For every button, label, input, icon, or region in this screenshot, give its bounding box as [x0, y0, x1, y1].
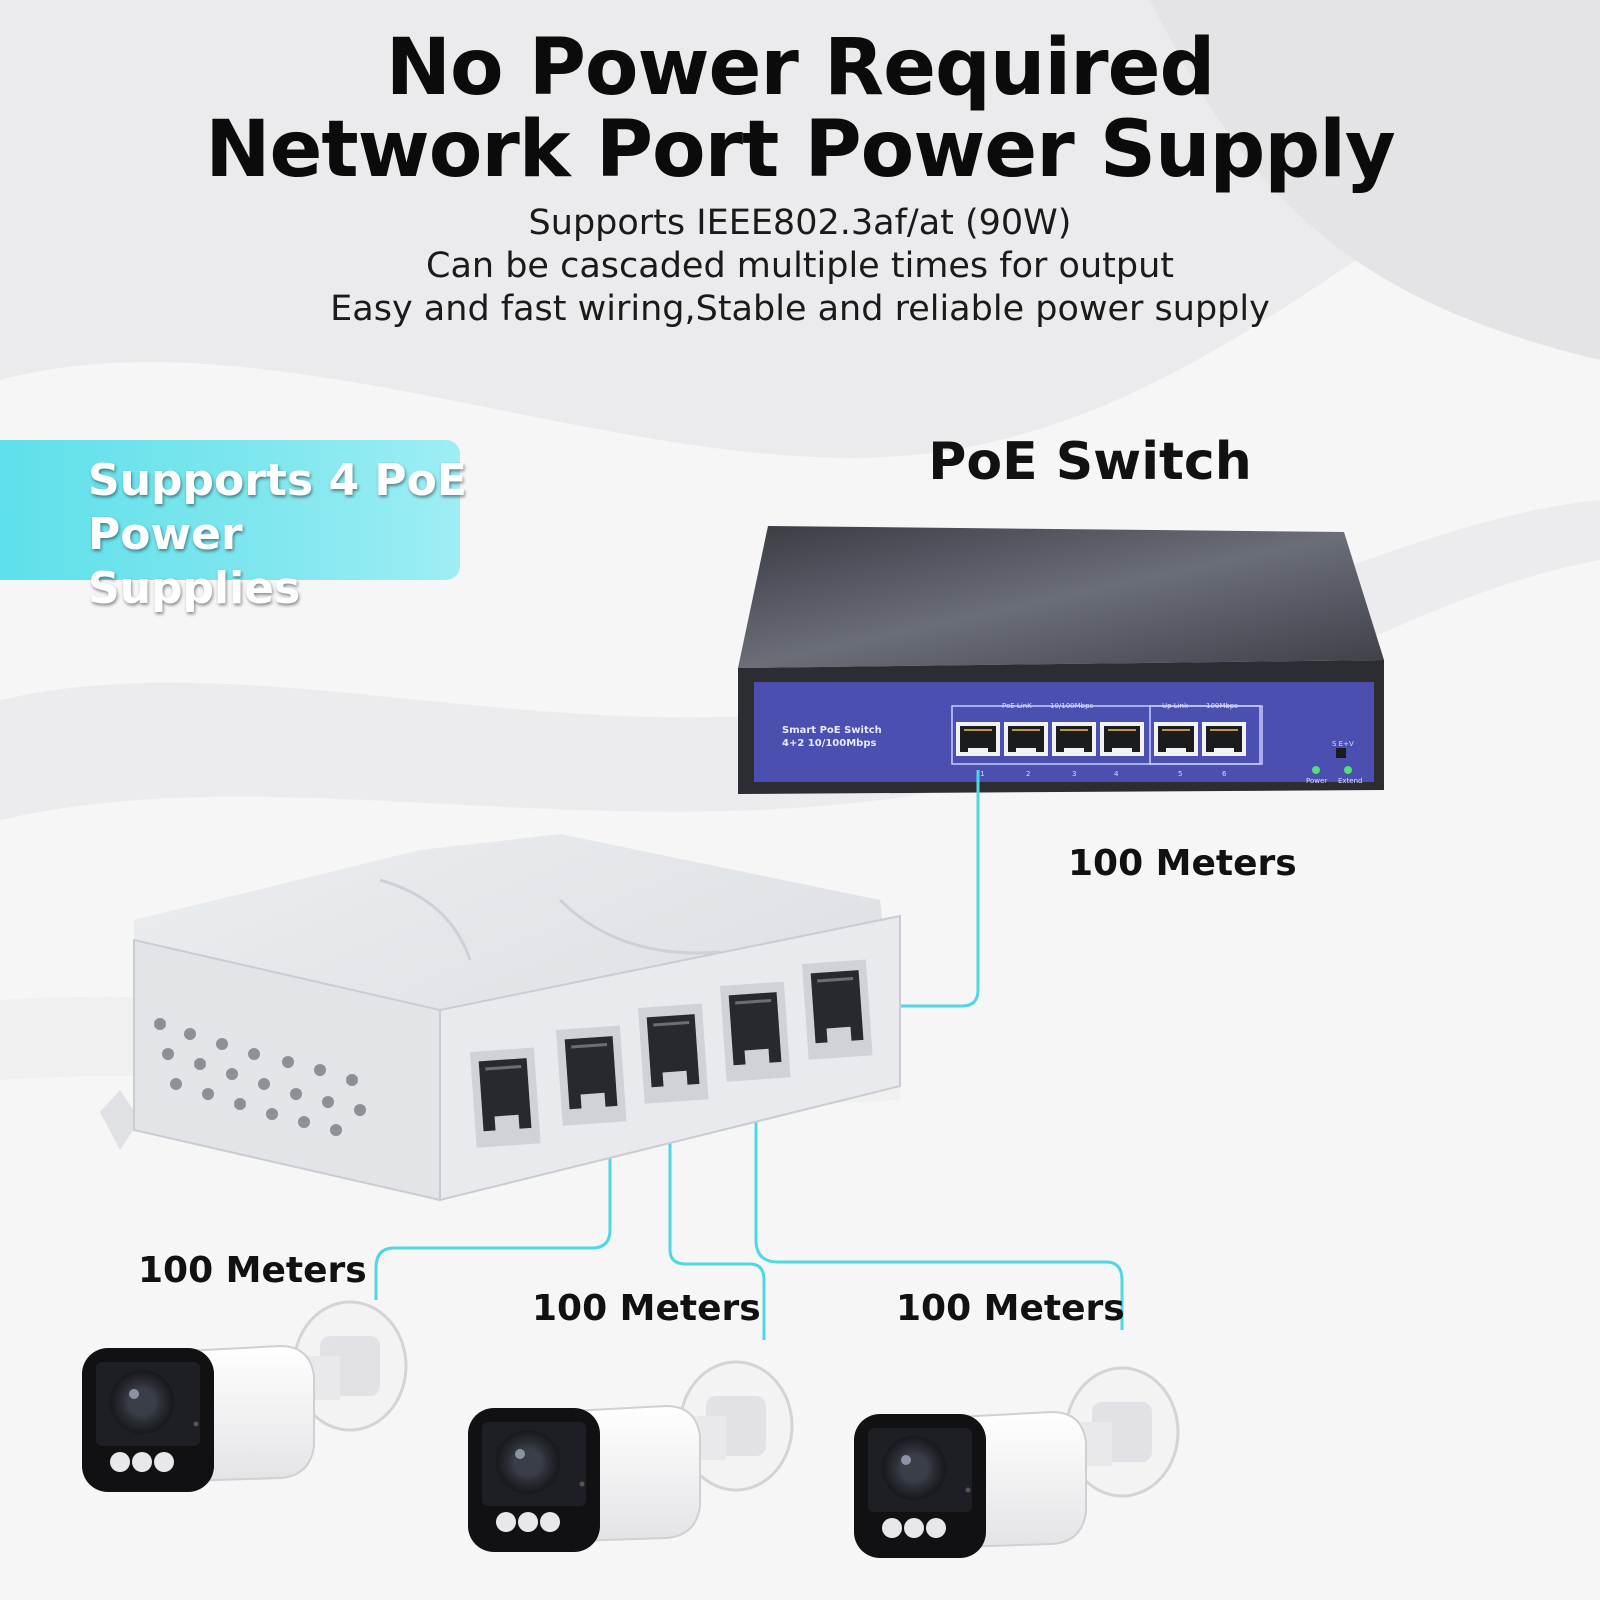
distance-switch-to-splitter: 100 Meters — [1068, 843, 1297, 884]
poe-link-label: PoE LinK — [1002, 702, 1032, 710]
port-number-6: 6 — [1222, 770, 1227, 778]
port-number-2: 2 — [1026, 770, 1031, 778]
poe-count-badge — [0, 440, 460, 580]
uplink-speed: 100Mbps — [1206, 702, 1238, 710]
switch-panel-line-2: 4+2 10/100Mbps — [782, 738, 877, 749]
switch-panel-model: Smart PoE Switch 4+2 10/100Mbps — [782, 724, 882, 750]
camera-2 — [466, 1360, 794, 1554]
power-led — [1312, 766, 1320, 774]
cable-camera-1 — [374, 1070, 612, 1300]
port-number-4: 4 — [1114, 770, 1119, 778]
badge-line-1: Supports 4 PoE — [88, 455, 467, 506]
feature-line-1: Supports IEEE802.3af/at (90W) — [528, 203, 1072, 243]
poe-switch-title: PoE Switch — [928, 432, 1252, 492]
mode-switch-label: S E+V — [1332, 740, 1354, 748]
port-number-1: 1 — [980, 770, 985, 778]
poe-splitter — [100, 834, 901, 1202]
distance-camera-2: 100 Meters — [532, 1288, 761, 1329]
network-cables — [374, 770, 1124, 1340]
uplink-label: Up Link — [1162, 702, 1189, 710]
cable-camera-3 — [754, 1034, 1124, 1330]
headline-line-2: Network Port Power Supply — [205, 105, 1396, 195]
feature-line-3: Easy and fast wiring,Stable and reliable… — [330, 289, 1270, 329]
feature-line-2: Can be cascaded multiple times for outpu… — [426, 246, 1174, 286]
port-number-5: 5 — [1178, 770, 1183, 778]
extend-led — [1344, 766, 1352, 774]
camera-1 — [80, 1300, 408, 1494]
cable-switch-to-splitter — [826, 770, 980, 1008]
port-number-3: 3 — [1072, 770, 1077, 778]
cable-camera-2 — [668, 1050, 766, 1340]
distance-camera-3: 100 Meters — [896, 1288, 1125, 1329]
extend-led-label: Extend — [1338, 777, 1363, 785]
poe-link-speed: 10/100Mbps — [1050, 702, 1094, 710]
poe-switch — [738, 526, 1384, 794]
distance-camera-1: 100 Meters — [138, 1250, 367, 1291]
power-led-label: Power — [1306, 777, 1328, 785]
badge-line-2: Power Supplies — [88, 509, 301, 614]
poe-count-badge-text: Supports 4 PoE Power Supplies — [88, 454, 468, 616]
headline-line-1: No Power Required — [385, 23, 1216, 113]
camera-3 — [852, 1366, 1180, 1560]
switch-panel-line-1: Smart PoE Switch — [782, 725, 882, 736]
